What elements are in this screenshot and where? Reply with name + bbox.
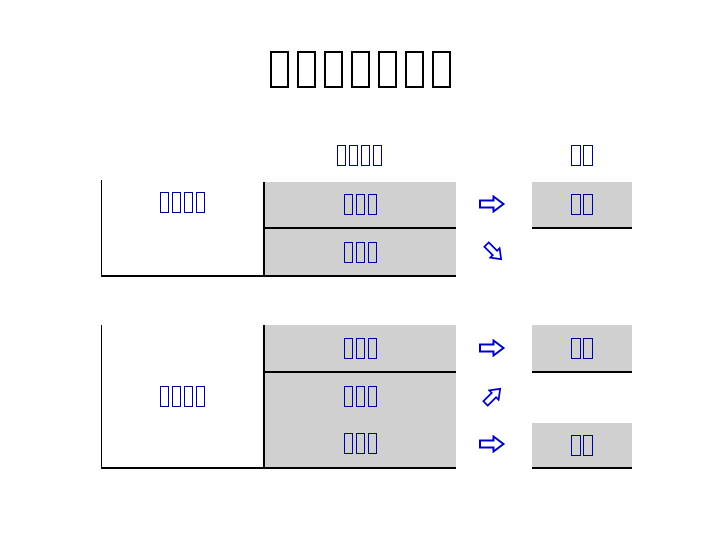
block2-middle-row-1-text bbox=[343, 337, 378, 359]
block2-middle-row-2-text bbox=[343, 386, 378, 407]
missing-glyph-box bbox=[336, 144, 347, 166]
block1-right-arrow-icon bbox=[479, 195, 505, 213]
missing-glyph-box bbox=[183, 192, 194, 213]
block2-middle-row-1 bbox=[265, 325, 456, 373]
missing-glyph-box bbox=[583, 434, 593, 456]
missing-glyph-box bbox=[367, 433, 378, 454]
missing-glyph-box bbox=[355, 433, 366, 454]
block2-left-label bbox=[159, 385, 206, 407]
missing-glyph-box bbox=[431, 50, 451, 88]
block1-southeast-arrow-icon bbox=[480, 238, 507, 265]
block1-left-label bbox=[102, 192, 263, 213]
missing-glyph-box bbox=[355, 194, 366, 215]
missing-glyph-box bbox=[583, 337, 593, 359]
block1-right-cell bbox=[532, 182, 632, 229]
block2-left-cell bbox=[101, 325, 263, 469]
missing-glyph-box bbox=[183, 385, 194, 407]
block2-middle-row-2 bbox=[265, 373, 456, 420]
missing-glyph-box bbox=[571, 434, 581, 456]
missing-glyph-box bbox=[171, 192, 182, 213]
block2-right-arrow-1-icon bbox=[479, 339, 505, 357]
missing-glyph-box bbox=[367, 241, 378, 263]
missing-glyph-box bbox=[343, 241, 354, 263]
block1-middle-row-2 bbox=[265, 229, 456, 275]
missing-glyph-box bbox=[269, 50, 289, 88]
block1-middle-column bbox=[263, 182, 456, 277]
missing-glyph-box bbox=[159, 192, 170, 213]
missing-glyph-box bbox=[350, 50, 370, 88]
missing-glyph-box bbox=[343, 386, 354, 407]
block1-middle-row-1-text bbox=[343, 194, 378, 215]
missing-glyph-box bbox=[367, 194, 378, 215]
missing-glyph-box bbox=[372, 144, 383, 166]
missing-glyph-box bbox=[159, 385, 170, 407]
block2-right-cell-2 bbox=[532, 423, 632, 469]
missing-glyph-box bbox=[296, 50, 316, 88]
missing-glyph-box bbox=[343, 433, 354, 454]
missing-glyph-box bbox=[343, 337, 354, 359]
block2-right-cell-1 bbox=[532, 325, 632, 373]
missing-glyph-box bbox=[571, 194, 581, 215]
block1-middle-row-2-text bbox=[343, 241, 378, 263]
missing-glyph-box bbox=[355, 386, 366, 407]
block2-middle-row-3-text bbox=[343, 433, 378, 454]
missing-glyph-box bbox=[404, 50, 424, 88]
block2-right-cell-2-text bbox=[571, 434, 593, 456]
block2-middle-row-3 bbox=[265, 420, 456, 467]
block2-right-cell-1-text bbox=[571, 337, 593, 359]
missing-glyph-box bbox=[367, 337, 378, 359]
missing-glyph-box bbox=[583, 194, 593, 215]
missing-glyph-box bbox=[377, 50, 397, 88]
block1-middle-row-1 bbox=[265, 182, 456, 229]
missing-glyph-box bbox=[348, 144, 359, 166]
missing-glyph-box bbox=[367, 386, 378, 407]
block1-left-cell bbox=[101, 180, 263, 277]
block2-northeast-arrow-icon bbox=[479, 382, 506, 409]
block1-right-cell-text bbox=[571, 194, 593, 215]
column-header-middle bbox=[263, 144, 456, 166]
missing-glyph-box bbox=[355, 337, 366, 359]
missing-glyph-box bbox=[583, 144, 593, 166]
missing-glyph-box bbox=[323, 50, 343, 88]
missing-glyph-box bbox=[343, 194, 354, 215]
missing-glyph-box bbox=[195, 385, 206, 407]
missing-glyph-box bbox=[360, 144, 371, 166]
block2-middle-column bbox=[263, 325, 456, 469]
column-header-right bbox=[532, 144, 632, 166]
slide-title bbox=[0, 50, 720, 88]
missing-glyph-box bbox=[171, 385, 182, 407]
block2-right-arrow-2-icon bbox=[479, 435, 505, 453]
missing-glyph-box bbox=[195, 192, 206, 213]
missing-glyph-box bbox=[571, 337, 581, 359]
missing-glyph-box bbox=[571, 144, 581, 166]
missing-glyph-box bbox=[355, 241, 366, 263]
